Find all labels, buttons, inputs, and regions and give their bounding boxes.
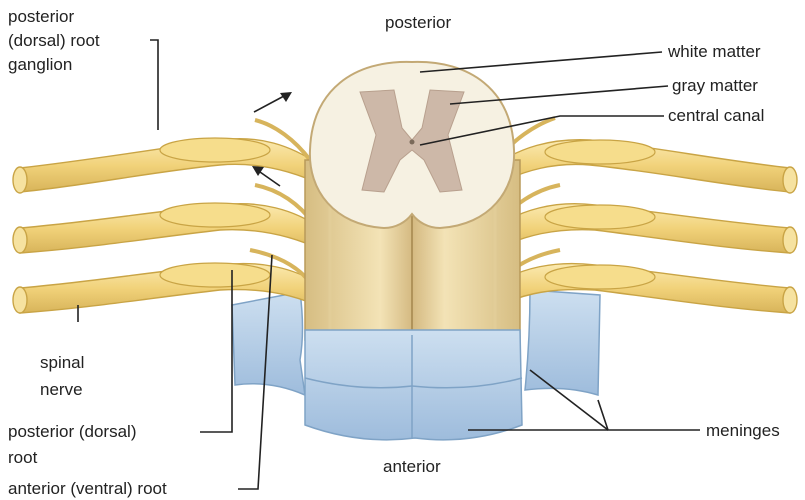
label-spinal-nerve-1: spinal xyxy=(40,353,84,372)
ganglion-left-middle xyxy=(160,203,270,227)
leader-meninges-1 xyxy=(598,400,700,430)
label-white-matter: white matter xyxy=(667,42,761,61)
label-anterior: anterior xyxy=(383,457,441,476)
leader-posterior-dorsal-root xyxy=(200,270,232,432)
label-posterior-dorsal-root-1: posterior (dorsal) xyxy=(8,422,137,441)
nerve-right-lower-end xyxy=(783,287,797,313)
ganglion-left-lower xyxy=(160,263,270,287)
ganglion-left-upper xyxy=(160,138,270,162)
label-dorsal-root-ganglion-1: posterior xyxy=(8,7,74,26)
ganglion-right-middle xyxy=(545,205,655,229)
label-posterior: posterior xyxy=(385,13,451,32)
label-spinal-nerve-2: nerve xyxy=(40,380,83,399)
left-spinal-nerves xyxy=(13,120,322,313)
label-central-canal: central canal xyxy=(668,106,764,125)
label-gray-matter: gray matter xyxy=(672,76,758,95)
nerve-right-upper-end xyxy=(783,167,797,193)
meninges-right-flap xyxy=(525,290,600,395)
nerve-left-middle-end xyxy=(13,227,27,253)
label-posterior-dorsal-root-2: root xyxy=(8,448,38,467)
leader-white-matter xyxy=(420,52,662,72)
label-meninges: meninges xyxy=(706,421,780,440)
ganglion-right-lower xyxy=(545,265,655,289)
nerve-left-lower-end xyxy=(13,287,27,313)
spinal-cord xyxy=(305,62,522,440)
label-dorsal-root-ganglion-3: ganglion xyxy=(8,55,72,74)
right-spinal-nerves xyxy=(495,118,797,313)
label-anterior-ventral-root: anterior (ventral) root xyxy=(8,479,167,498)
nerve-left-upper-end xyxy=(13,167,27,193)
nerve-right-middle-end xyxy=(783,227,797,253)
ganglion-right-upper xyxy=(545,140,655,164)
central-canal xyxy=(410,140,415,145)
label-dorsal-root-ganglion-2: (dorsal) root xyxy=(8,31,100,50)
leader-dorsal-root-ganglion xyxy=(150,40,158,130)
